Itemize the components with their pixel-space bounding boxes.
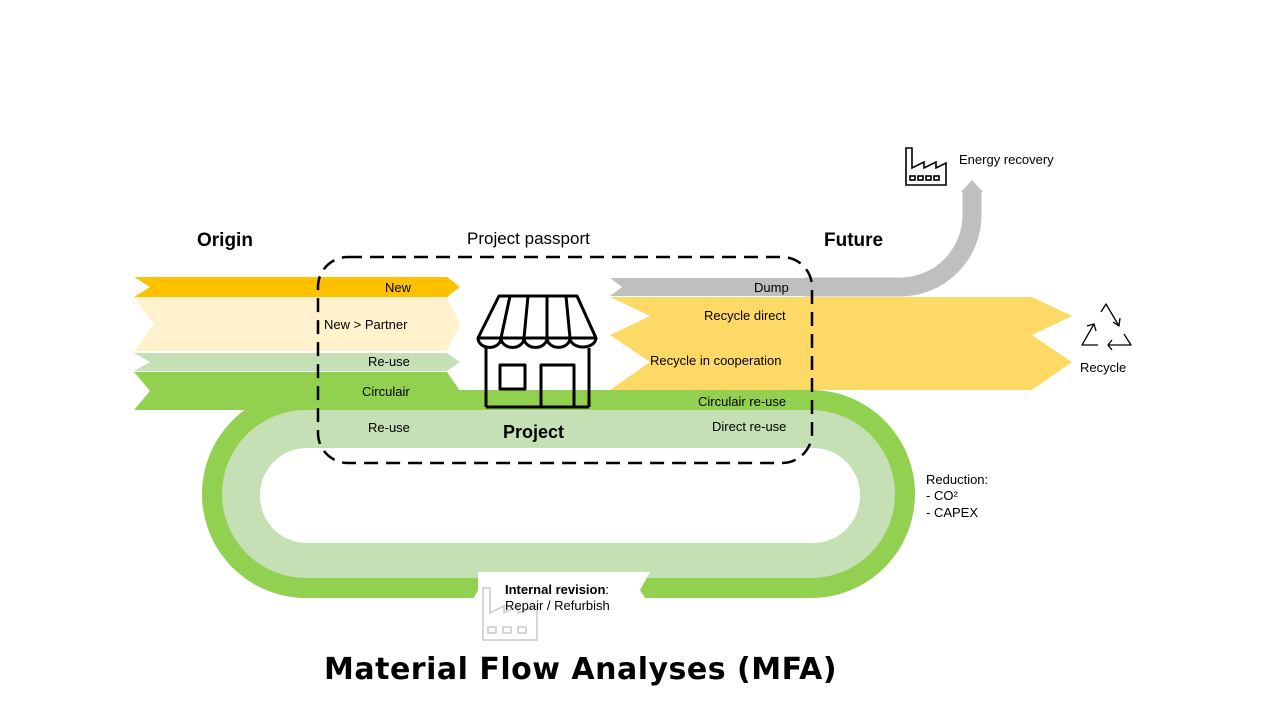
flow-label-circulair: Circulair [362, 384, 410, 399]
flow-new [134, 277, 460, 297]
internal-revision-title: Internal revision [505, 582, 606, 597]
reduction-capex: - CAPEX [926, 505, 979, 520]
flow-reuse-2 [318, 410, 460, 446]
project-passport-box [316, 255, 814, 465]
internal-revision-label: Internal revision: [505, 582, 609, 597]
energy-recovery-label: Energy recovery [959, 152, 1054, 167]
flow-label-dump: Dump [754, 280, 789, 295]
reduction-co2: - CO² [926, 488, 958, 503]
loop-gap [470, 572, 650, 606]
flow-label-recycle-coop: Recycle in cooperation [650, 353, 782, 368]
flow-dump [610, 278, 808, 296]
diagram-title: Material Flow Analyses (MFA) [324, 652, 838, 687]
future-flows [610, 278, 1072, 446]
project-passport-label: Project passport [467, 229, 590, 248]
flow-label-recycle-direct: Recycle direct [704, 308, 786, 323]
internal-revision-detail: Repair / Refurbish [505, 598, 610, 613]
shop-icon [476, 294, 598, 409]
origin-heading: Origin [197, 230, 253, 251]
loop-hole [260, 448, 860, 543]
recycle-label: Recycle [1080, 360, 1127, 375]
flow-reuse-1 [134, 353, 460, 371]
future-heading: Future [824, 230, 884, 251]
flow-label-reuse-1: Re-use [368, 354, 410, 369]
flow-label-reuse-2: Re-use [368, 420, 410, 435]
flow-recycle [610, 297, 1072, 390]
flow-label-circulair-reuse: Circulair re-use [698, 394, 787, 409]
energy-recovery-arrow [805, 180, 983, 297]
reduction-title: Reduction: [926, 472, 989, 487]
project-label: Project [503, 422, 565, 442]
flow-label-new-partner: New > Partner [324, 317, 408, 332]
flow-label-direct-reuse: Direct re-use [712, 419, 787, 434]
origin-flows [134, 277, 460, 446]
flow-direct-reuse [610, 410, 808, 446]
factory-faded-icon [482, 587, 538, 641]
flow-circulair-reuse [610, 392, 808, 410]
flow-circulair [134, 372, 460, 410]
recycle-icon [1081, 303, 1132, 351]
flow-label-new: New [385, 280, 412, 295]
factory-icon [905, 147, 947, 186]
flow-new-partner [134, 297, 460, 351]
internal-revision-colon: : [605, 582, 610, 597]
